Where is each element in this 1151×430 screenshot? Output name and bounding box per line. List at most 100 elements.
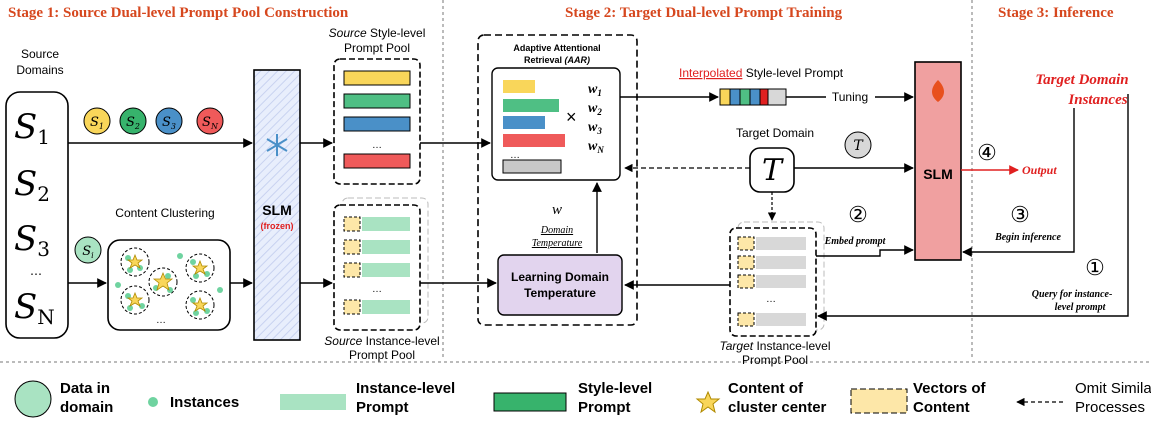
target-instance-prompts: … [737,236,806,327]
source-domain-s2: S2 [14,164,50,206]
domain-circle-1 [83,107,111,135]
source-domain-sn: SN [14,287,55,329]
svg-text:…: … [156,315,166,326]
legend-style-prompt-icon [493,392,567,412]
cluster-group: … [115,247,223,326]
source-domains-box [5,91,69,339]
step-2: ② [848,202,868,227]
source-domain-s1: S1 [14,107,50,149]
slm-frozen-box [253,69,301,341]
legend-data-in-domain-icon [14,380,52,418]
target-instances-line1: Target Domain [1035,72,1128,88]
interpolated-label: Interpolated Style-level Prompt [679,66,844,80]
target-pool-label-2: Prompt Pool [742,353,808,367]
snowflake-icon [266,134,288,156]
legend-instance-prompt-icon [280,394,346,410]
instance-circle [74,236,102,264]
begin-inference-label: Begin inference [994,232,1061,243]
legend-instances-icon [148,397,158,407]
aar-bar-red [503,134,565,147]
source-domain-ellipsis: … [30,264,42,278]
style-pool-ellipsis: … [372,140,382,151]
domain-temperature-label-2: Temperature [532,238,583,249]
instance-circle-label: Si [82,244,94,260]
style-prompt-green [343,93,411,109]
instance-pool-label-2: Prompt Pool [349,348,415,362]
slm-trainable-title: SLM [923,166,953,182]
learning-box-line1: Learning Domain [511,270,609,284]
source-domains-label-2: Domains [16,63,63,77]
domain-temperature-label-1: Domain [540,225,573,236]
legend-star-icon [695,390,721,414]
domain-circles: S1 S2 S3 SN [83,107,224,135]
target-small-circle [844,131,872,159]
content-clustering-box [107,239,231,331]
legend-data-in-domain-2: domain [60,399,113,416]
arrow-embed-to-slm [816,245,914,257]
aar-bar-yellow [503,80,535,93]
embed-prompt-label: Embed prompt [824,236,887,247]
target-pool-label-1: Target Instance-level [720,339,831,353]
aar-box [491,67,621,181]
step-3: ③ [1010,202,1030,227]
domain-circle-n [196,107,224,135]
legend-content-2: cluster center [728,399,827,416]
learning-domain-temperature-box [497,254,623,316]
query-label-1: Query for instance- [1032,289,1113,300]
target-domain-label: Target Domain [736,126,814,140]
w-label: w [552,202,562,218]
svg-text:…: … [766,294,776,305]
svg-text:…: … [372,284,382,295]
fire-icon [932,80,944,102]
arrow-instances-to-slm [962,108,1075,257]
output-label: Output [1022,163,1057,177]
legend-instance-prompt-1: Instance-level [356,380,455,397]
target-instances-line2: Instances [1067,92,1127,108]
legend-instances: Instances [170,394,239,411]
stage3-title: Stage 3: Inference [998,5,1114,21]
style-prompt-yellow [343,70,411,86]
style-pool-label-1: Source Style-level [329,26,426,40]
legend-data-in-domain-1: Data in [60,380,110,397]
style-prompt-blue [343,116,411,132]
legend-vectors-icon [850,388,908,414]
aar-bar-green [503,99,559,112]
legend-vectors-1: Vectors of [913,380,987,397]
stage2-title: Stage 2: Target Dual-level Prompt Traini… [565,5,843,21]
source-domains-label-1: Source [21,47,59,61]
learning-box-line2: Temperature [524,286,596,300]
legend-content-1: Content of [728,380,804,397]
legend-instance-prompt-2: Prompt [356,399,409,416]
target-domain-symbol: T [762,153,784,188]
content-clustering-label: Content Clustering [115,206,214,220]
slm-frozen-sub: (frozen) [261,221,294,231]
target-small-circle-label: T [853,138,864,154]
style-prompt-red [343,153,411,169]
legend-style-prompt-2: Prompt [578,399,631,416]
stage1-title: Stage 1: Source Dual-level Prompt Pool C… [8,5,349,21]
step-4: ④ [977,140,997,165]
arrow-instances-to-target-pool [817,94,1129,321]
aar-label-2: Retrieval (AAR) [524,55,590,65]
legend-omit-2: Processes [1075,399,1145,416]
domain-circle-2 [119,107,147,135]
legend: Data in domain Instances Instance-level … [14,380,1151,418]
domain-circle-3 [155,107,183,135]
aar-bar-gray [502,159,562,174]
legend-style-prompt-1: Style-level [578,380,652,397]
source-domain-symbols: S1 S2 S3 … SN [14,107,55,329]
tuning-label: Tuning [832,90,868,104]
aar-times: × [566,107,577,127]
interpolated-prompt [719,88,787,106]
aar-bar-blue [503,116,545,129]
slm-frozen-title: SLM [262,202,292,218]
source-instance-prompts: … [343,216,410,315]
aar-ellipsis: … [510,150,520,161]
step-1: ① [1085,255,1105,280]
query-label-2: level prompt [1055,302,1107,313]
legend-vectors-2: Content [913,399,970,416]
style-pool-label-2: Prompt Pool [344,41,410,55]
source-domain-s3: S3 [14,219,50,261]
legend-omit-1: Omit Similar [1075,380,1151,397]
